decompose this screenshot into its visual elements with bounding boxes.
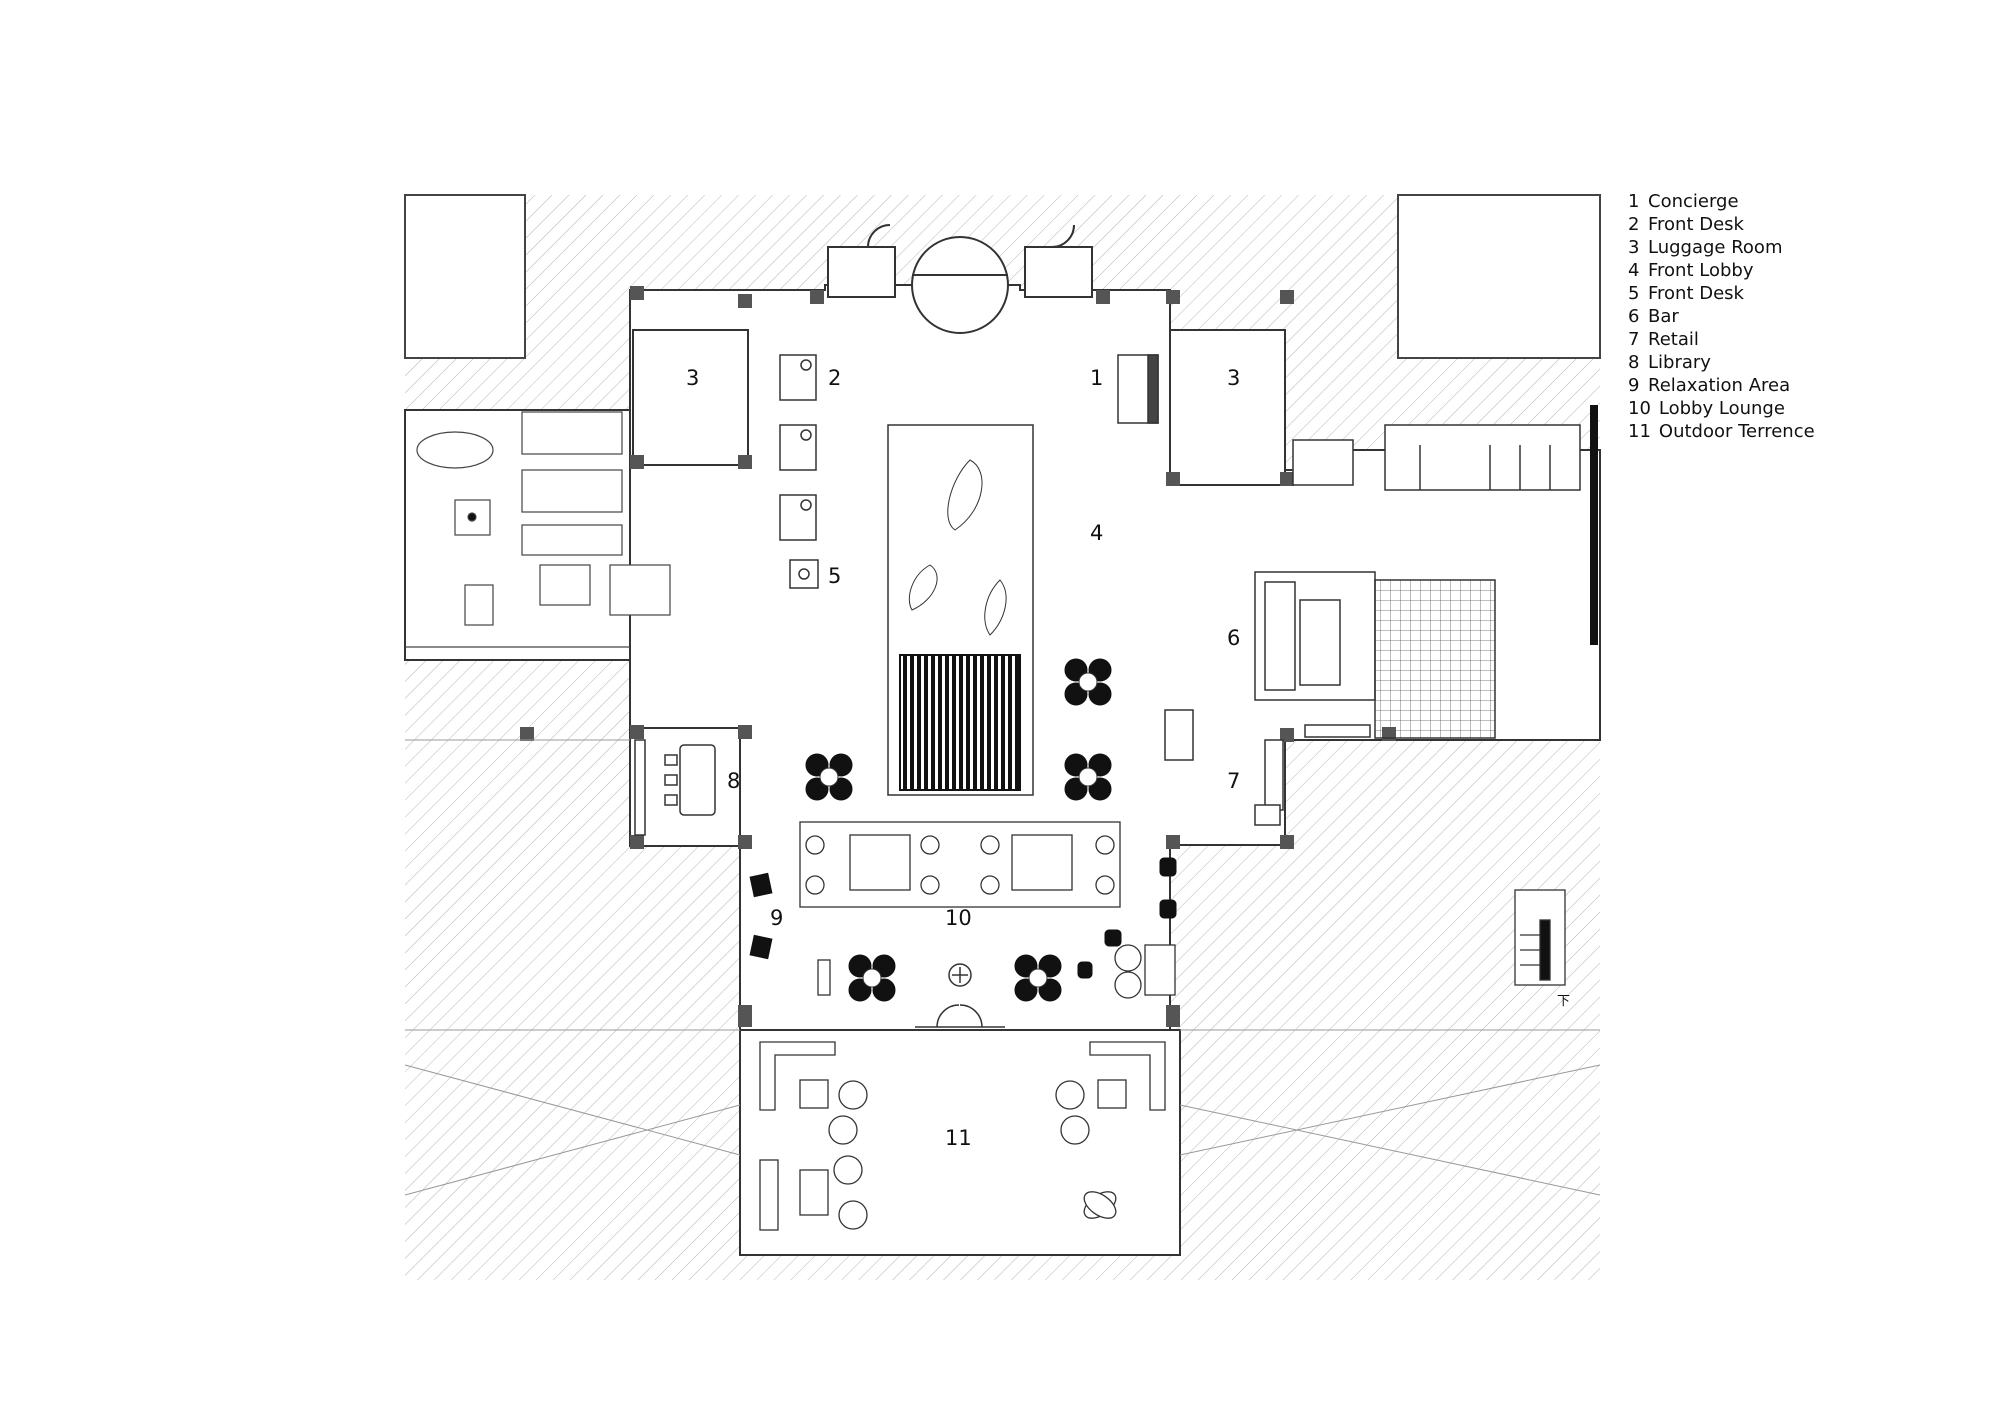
legend-item: 7 Retail — [1628, 328, 1815, 351]
legend-name: Luggage Room — [1648, 237, 1783, 258]
legend-number: 5 — [1628, 283, 1640, 304]
road-markings — [404, 739, 1601, 1196]
legend-name: Retail — [1648, 329, 1699, 350]
legend-name: Outdoor Terrence — [1658, 421, 1815, 442]
label-lounge: 10 — [945, 906, 972, 930]
label-front-lobby: 4 — [1090, 521, 1103, 545]
label-bar: 6 — [1227, 626, 1240, 650]
lounge-seating — [799, 821, 1176, 999]
legend-name: Library — [1648, 352, 1711, 373]
legend-name: Front Desk — [1648, 214, 1744, 235]
concierge-desk — [1117, 354, 1159, 424]
label-library: 8 — [727, 769, 740, 793]
legend-name: Relaxation Area — [1648, 375, 1791, 396]
legend-item: 1 Concierge — [1628, 190, 1815, 213]
legend-item: 11 Outdoor Terrence — [1628, 420, 1815, 443]
legend-name: Lobby Lounge — [1658, 398, 1785, 419]
legend-item: 2 Front Desk — [1628, 213, 1815, 236]
label-front-desk-b: 5 — [828, 564, 841, 588]
restrooms — [1292, 405, 1598, 645]
label-luggage-left: 3 — [686, 366, 699, 390]
legend-item: 10 Lobby Lounge — [1628, 397, 1815, 420]
legend-number: 10 — [1628, 398, 1651, 419]
office-furniture — [405, 411, 671, 648]
legend-item: 5 Front Desk — [1628, 282, 1815, 305]
terrace-furniture — [759, 1041, 1166, 1231]
legend-number: 7 — [1628, 329, 1640, 350]
legend-name: Concierge — [1648, 191, 1739, 212]
legend-name: Bar — [1648, 306, 1679, 327]
front-desks — [779, 354, 819, 589]
label-terrace: 11 — [945, 1126, 972, 1150]
legend-number: 11 — [1628, 421, 1651, 442]
legend-number: 8 — [1628, 352, 1640, 373]
label-relaxation: 9 — [770, 906, 783, 930]
legend-item: 8 Library — [1628, 351, 1815, 374]
label-front-desk-a: 2 — [828, 366, 841, 390]
top-blocks — [404, 194, 1601, 359]
legend-number: 4 — [1628, 260, 1640, 281]
label-luggage-right: 3 — [1227, 366, 1240, 390]
columns — [520, 286, 1396, 1027]
legend-name: Front Desk — [1648, 283, 1744, 304]
legend-item: 9 Relaxation Area — [1628, 374, 1815, 397]
legend-number: 9 — [1628, 375, 1640, 396]
plan-labels: 1 2 3 3 4 5 6 7 8 9 10 11 下 — [686, 366, 1570, 1150]
legend-name: Front Lobby — [1648, 260, 1754, 281]
legend-number: 3 — [1628, 237, 1640, 258]
retail-fixtures — [1164, 709, 1284, 826]
legend-item: 3 Luggage Room — [1628, 236, 1815, 259]
entrance — [827, 224, 1093, 334]
legend-number: 6 — [1628, 306, 1640, 327]
label-concierge: 1 — [1090, 366, 1103, 390]
stair — [1514, 889, 1566, 986]
legend-number: 1 — [1628, 191, 1640, 212]
lounge-doors — [915, 963, 1005, 1028]
legend-number: 2 — [1628, 214, 1640, 235]
label-stair-mark: 下 — [1557, 994, 1570, 1009]
lounge-chair-clusters — [749, 658, 1177, 1002]
label-retail: 7 — [1227, 769, 1240, 793]
legend-item: 6 Bar — [1628, 305, 1815, 328]
legend-item: 4 Front Lobby — [1628, 259, 1815, 282]
library-table — [634, 739, 716, 836]
lobby-centerpiece — [887, 424, 1034, 796]
bar-counter — [1254, 571, 1496, 739]
